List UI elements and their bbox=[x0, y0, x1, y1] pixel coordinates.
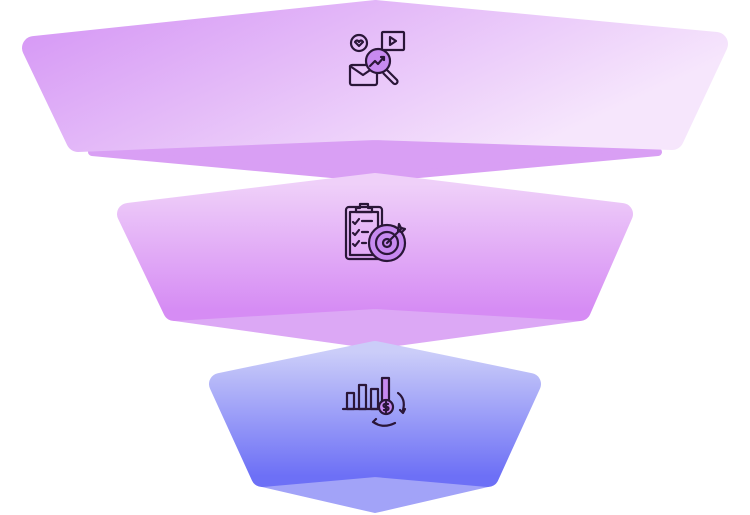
marketing-analytics-icon bbox=[348, 30, 406, 87]
stage-3-band bbox=[209, 341, 541, 487]
checklist-target-icon bbox=[344, 202, 407, 263]
funnel-stage-1 bbox=[22, 0, 728, 182]
funnel-stage-3 bbox=[209, 341, 541, 513]
revenue-growth-icon bbox=[341, 376, 407, 427]
funnel-stage-2 bbox=[117, 173, 633, 349]
stage-1-band bbox=[22, 0, 728, 152]
